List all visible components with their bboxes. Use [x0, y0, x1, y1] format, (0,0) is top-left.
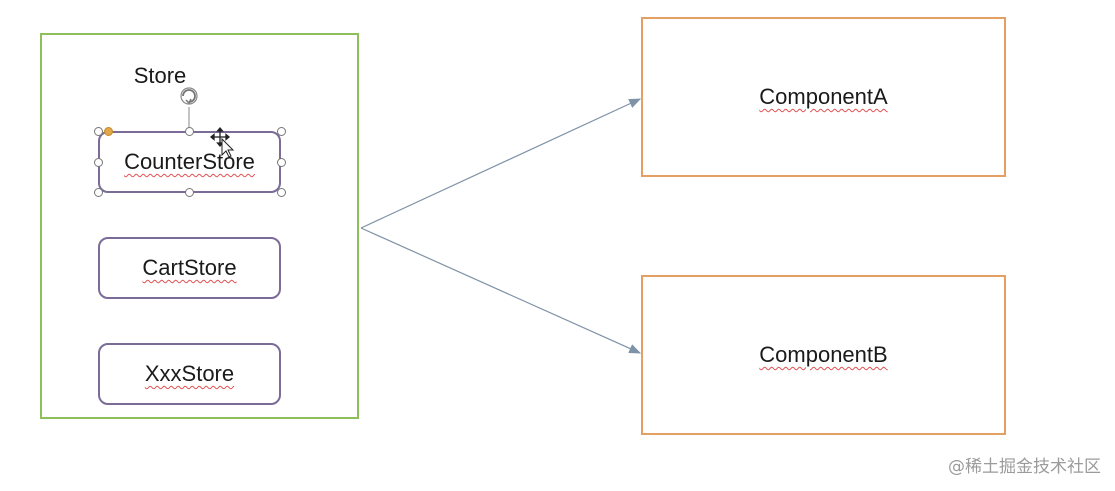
cart-store-box[interactable]: CartStore: [98, 237, 281, 299]
resize-handle-se[interactable]: [277, 188, 286, 197]
component-b-box[interactable]: ComponentB: [641, 275, 1006, 435]
component-b-label: ComponentB: [759, 342, 888, 367]
arrow-to-component-b[interactable]: [360, 227, 642, 354]
xxx-store-label: XxxStore: [144, 361, 235, 386]
resize-handle-nw[interactable]: [94, 127, 103, 136]
counter-store-box[interactable]: CounterStore: [98, 131, 281, 193]
component-a-label: ComponentA: [759, 84, 888, 109]
xxx-store-box[interactable]: XxxStore: [98, 343, 281, 405]
resize-handle-ne[interactable]: [277, 127, 286, 136]
adjust-handle[interactable]: [104, 127, 113, 136]
arrow-to-component-a[interactable]: [360, 98, 642, 229]
store-container[interactable]: [40, 33, 359, 419]
resize-handle-e[interactable]: [277, 158, 286, 167]
counter-store-label: CounterStore: [124, 149, 255, 174]
store-title: Store: [133, 63, 187, 88]
watermark: @稀土掘金技术社区: [948, 457, 1101, 477]
cart-store-label: CartStore: [142, 255, 237, 280]
resize-handle-sw[interactable]: [94, 188, 103, 197]
resize-handle-n[interactable]: [185, 127, 194, 136]
resize-handle-s[interactable]: [185, 188, 194, 197]
component-a-box[interactable]: ComponentA: [641, 17, 1006, 177]
resize-handle-w[interactable]: [94, 158, 103, 167]
